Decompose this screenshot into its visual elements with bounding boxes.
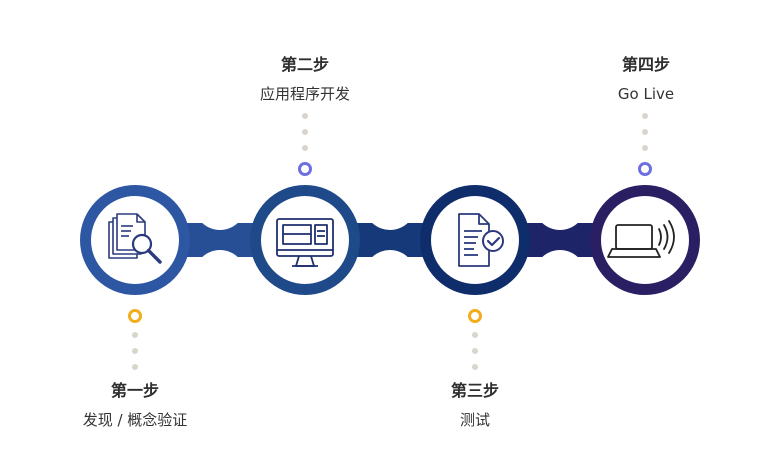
notch-bottom-1 <box>194 250 246 302</box>
monitor-icon <box>276 218 334 267</box>
marker-ring <box>298 162 312 176</box>
leader-step-3 <box>468 309 482 370</box>
leader-dot <box>642 145 648 151</box>
leader-dot <box>472 348 478 354</box>
leader-dot <box>642 113 648 119</box>
step-4-label: 第四步 Go Live <box>546 55 746 104</box>
step-3-node <box>420 185 530 295</box>
step-3-description: 测试 <box>459 411 490 429</box>
step-2-description: 应用程序开发 <box>259 85 350 103</box>
leader-dot <box>302 129 308 135</box>
laptop-signal-icon <box>607 220 675 258</box>
leader-dot <box>472 332 478 338</box>
leader-step-2 <box>298 113 312 176</box>
leader-dot <box>132 332 138 338</box>
step-1-description: 发现 / 概念验证 <box>82 411 188 429</box>
marker-ring <box>468 309 482 323</box>
leader-step-4 <box>638 113 652 176</box>
step-2-label: 第二步 应用程序开发 <box>205 55 405 104</box>
notch-bottom-3 <box>534 250 586 302</box>
notch-top-2 <box>364 178 416 230</box>
leader-dot <box>132 348 138 354</box>
marker-ring <box>128 309 142 323</box>
document-check-icon <box>458 213 504 267</box>
step-2-node <box>250 185 360 295</box>
notch-top-1 <box>194 178 246 230</box>
leader-dot <box>302 145 308 151</box>
step-4-description: Go Live <box>617 85 675 103</box>
step-4-title: 第四步 <box>621 55 670 74</box>
step-1-title: 第一步 <box>110 381 159 400</box>
document-search-icon <box>108 213 162 264</box>
leader-dot <box>642 129 648 135</box>
notch-bottom-2 <box>364 250 416 302</box>
leader-step-1 <box>128 309 142 370</box>
leader-dot <box>132 364 138 370</box>
marker-ring <box>638 162 652 176</box>
step-4-node <box>590 185 700 295</box>
step-1-label: 第一步 发现 / 概念验证 <box>35 381 235 430</box>
notch-top-3 <box>534 178 586 230</box>
leader-dot <box>302 113 308 119</box>
leader-dot <box>472 364 478 370</box>
step-3-label: 第三步 测试 <box>375 381 575 430</box>
step-3-title: 第三步 <box>450 381 499 400</box>
step-1-node <box>80 185 190 295</box>
step-2-title: 第二步 <box>280 55 329 74</box>
